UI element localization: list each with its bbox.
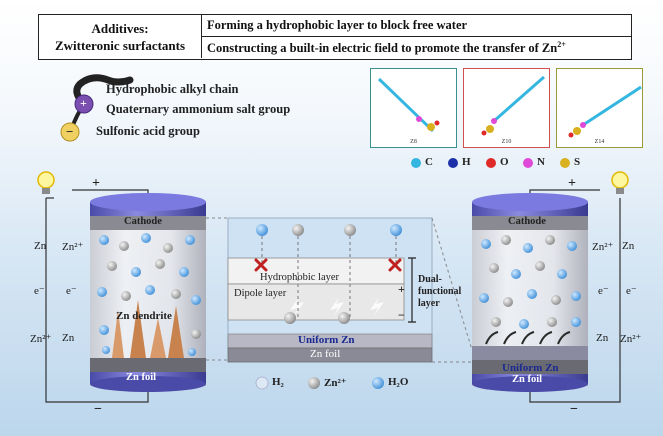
right-outer-top: Zn [622,240,635,252]
center-panel [206,217,473,363]
legend-h2-label: H₂ [272,376,284,388]
additives-title: Additives: [91,20,149,36]
molecule-z8: Z8 [370,68,457,148]
atom-h-label: H [462,156,471,168]
left-outer-e: e⁻ [34,285,45,297]
right-foil-label: Zn foil [512,374,543,385]
minus-sign: − [66,124,74,139]
header-row-1: Forming a hydrophobic layer to block fre… [207,18,468,32]
plus-sign: + [80,96,87,110]
legend-h2-dot [255,376,269,390]
dendrite-label: Zn dendrite [116,310,172,322]
legend-zn-dot [308,377,320,389]
atom-n-dot [523,158,533,168]
header-table: Additives: Zwitteronic surfactants Formi… [38,14,632,60]
atom-c-dot [411,158,421,168]
header-row-2: Constructing a built-in electric field t… [207,40,566,56]
molecule-z10-caption: Z10 [501,139,512,145]
left-foil-label: Zn foil [126,372,157,383]
left-inner-e: e⁻ [66,285,77,297]
right-outer-e: e⁻ [626,285,637,297]
dipole-layer-label: Dipole layer [234,288,287,299]
additives-subtitle: Zwitteronic surfactants [54,37,186,53]
right-plus-label: + [568,176,576,191]
molecule-z14-structure [568,85,642,138]
atom-o-dot [486,158,496,168]
molecule-z8-structure [377,77,440,133]
left-plus-label: + [92,176,100,191]
right-cathode-label: Cathode [508,216,546,227]
dipole-minus: − [398,308,405,322]
dual-label-3: layer [418,298,440,309]
atom-o-label: O [500,156,509,168]
left-outer-bottom: Zn²⁺ [30,333,52,345]
molecule-z10: Z10 [463,68,550,148]
atom-s-label: S [574,156,581,168]
right-inner-bottom: Zn [596,332,609,344]
left-cathode-label: Cathode [124,216,162,227]
molecule-z14-caption: Z14 [594,139,605,145]
legend-zn-label: Zn²⁺ [324,377,347,389]
atom-c-label: C [425,156,433,168]
blocked-x-icon [254,258,402,272]
atom-n-label: N [537,156,545,168]
center-foil-label: Zn foil [310,348,341,360]
sulfonic-label: Sulfonic acid group [96,124,200,138]
right-cell-particles [479,235,581,329]
additives-cell: Additives: Zwitteronic surfactants [39,15,202,58]
center-uniform-label: Uniform Zn [298,334,355,346]
header-divider [201,36,631,37]
legend-h2o-label: H₂O [388,376,409,388]
left-inner-bottom: Zn [62,332,75,344]
header-row-2-text: Constructing a built-in electric field t… [207,41,558,56]
molecule-z10-structure [481,75,545,136]
header-row-2-sup: 2+ [557,40,566,49]
left-minus-label: − [94,402,102,417]
left-cell-particles [97,233,201,356]
right-minus-label: − [570,402,578,417]
left-outer-top: Zn [34,240,47,252]
molecule-z14: Z14 [556,68,643,148]
right-uniform-label: Uniform Zn [502,362,559,374]
right-bulb-icon [611,171,629,194]
hydrophobic-layer-label: Hydrophobic layer [260,272,340,283]
alkyl-label: Hydrophobic alkyl chain [106,82,239,96]
atom-s-dot [560,158,570,168]
right-outer-bottom: Zn²⁺ [620,333,642,345]
ammonium-label: Quaternary ammonium salt group [106,102,291,116]
right-inner-top: Zn²⁺ [592,241,614,253]
dual-label-2: functional [418,286,462,297]
dual-label-1: Dual- [418,274,442,285]
atom-h-dot [448,158,458,168]
left-bulb-icon [37,171,55,194]
right-battery-cell [472,193,588,392]
left-inner-top: Zn²⁺ [62,241,84,253]
legend-h2o-dot [372,377,384,389]
right-inner-e: e⁻ [598,285,609,297]
dipole-plus: + [398,282,405,296]
molecule-z8-caption: Z8 [410,139,417,145]
